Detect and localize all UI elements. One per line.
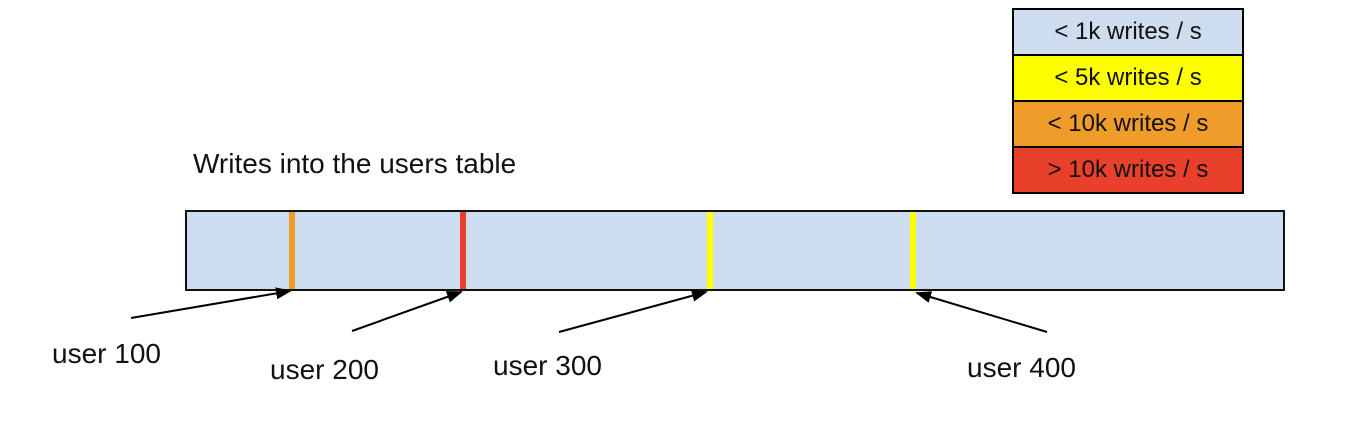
- hotspot-user-400-marker: [910, 212, 916, 289]
- users-table-bar: [185, 210, 1285, 291]
- user-100-label: user 100: [52, 338, 161, 369]
- user-300-arrow: [558, 289, 708, 333]
- user-300-label: user 300: [493, 350, 602, 381]
- legend-item-lt-5k-writes: < 5k writes / s: [1012, 54, 1244, 102]
- user-200-label: user 200: [270, 354, 379, 385]
- hotspot-user-300-marker: [707, 212, 713, 289]
- hotspot-user-200-marker: [460, 212, 466, 289]
- legend-item-lt-10k-writes: < 10k writes / s: [1012, 100, 1244, 148]
- user-400-arrow: [915, 291, 1048, 333]
- user-200-arrow: [351, 291, 463, 332]
- legend-item-lt-1k-writes: < 1k writes / s: [1012, 8, 1244, 56]
- user-400-label: user 400: [967, 352, 1076, 383]
- user-100-arrow: [130, 287, 292, 319]
- legend-item-gt-10k-writes: > 10k writes / s: [1012, 146, 1244, 194]
- diagram-title: Writes into the users table: [193, 148, 517, 179]
- hotspot-user-100-marker: [289, 212, 295, 289]
- legend: < 1k writes / s< 5k writes / s< 10k writ…: [1012, 8, 1244, 194]
